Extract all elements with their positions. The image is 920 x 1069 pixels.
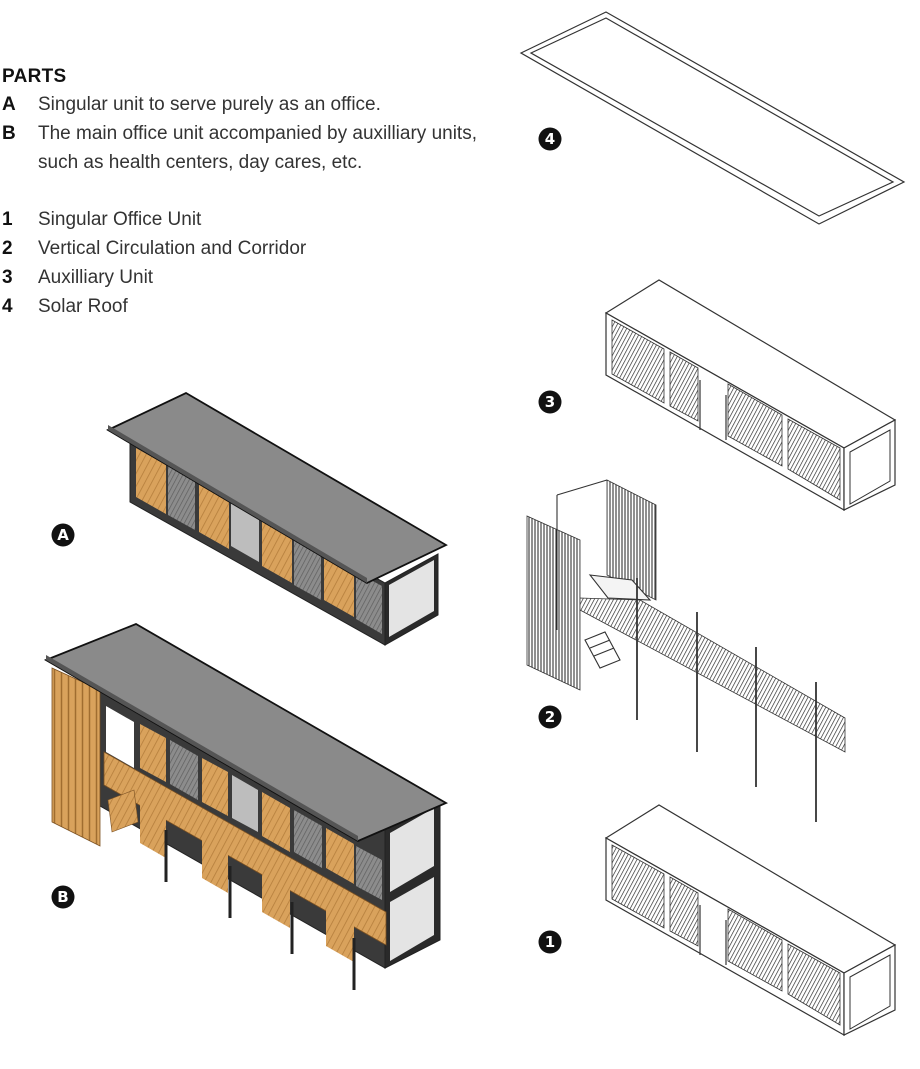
option-a-drawing — [106, 391, 448, 646]
badge-4: 4 — [538, 127, 562, 151]
circulation-corridor-drawing — [526, 479, 846, 822]
legend-key: 2 — [2, 238, 13, 259]
legend-key: B — [2, 123, 16, 144]
legend-text: Singular Office Unit — [38, 209, 202, 230]
legend-text: Solar Roof — [38, 296, 128, 317]
legend-key: 4 — [2, 296, 13, 317]
legend-key: A — [2, 94, 16, 115]
badge-1: 1 — [538, 930, 562, 954]
badge-a: A — [51, 523, 75, 547]
legend-text: Singular unit to serve purely as an offi… — [38, 94, 381, 115]
solar-roof-drawing — [519, 11, 906, 225]
legend-item-b: B The main office unit accompanied by au… — [0, 119, 520, 177]
badge-3-label: 3 — [545, 393, 555, 411]
badge-b: B — [51, 885, 75, 909]
legend-item-4: 4 Solar Roof — [0, 292, 520, 321]
legend-item-1: 1 Singular Office Unit — [0, 205, 520, 234]
office-unit-drawing — [604, 804, 897, 1037]
legend-key: 1 — [2, 209, 13, 230]
option-b-drawing — [43, 623, 449, 990]
legend-heading: PARTS — [2, 66, 67, 87]
legend-text: Auxilliary Unit — [38, 267, 154, 288]
legend-text: The main office unit accompanied by auxi… — [38, 123, 477, 173]
legend-item-3: 3 Auxilliary Unit — [0, 263, 520, 292]
auxiliary-unit-drawing — [604, 279, 897, 512]
legend-key: 3 — [2, 267, 13, 288]
parts-legend: PARTS A Singular unit to serve purely as… — [0, 66, 520, 321]
badge-2-label: 2 — [545, 708, 555, 726]
badge-a-label: A — [57, 526, 69, 544]
badge-3: 3 — [538, 390, 562, 414]
badge-b-label: B — [57, 888, 68, 906]
legend-text: Vertical Circulation and Corridor — [38, 238, 307, 259]
legend-item-a: A Singular unit to serve purely as an of… — [0, 90, 520, 119]
legend-item-2: 2 Vertical Circulation and Corridor — [0, 234, 520, 263]
badge-2: 2 — [538, 705, 562, 729]
badge-4-label: 4 — [545, 130, 555, 148]
badge-1-label: 1 — [545, 933, 555, 951]
